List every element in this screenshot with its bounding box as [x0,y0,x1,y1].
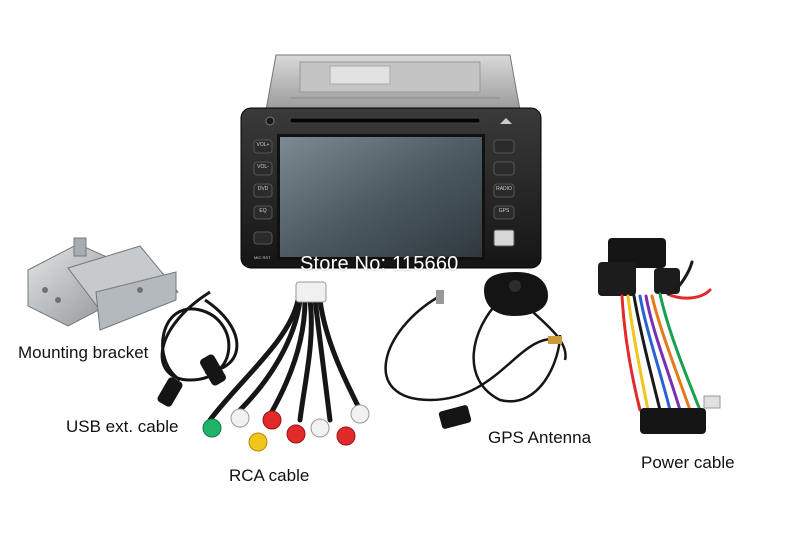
head-unit [240,54,542,269]
caption-power-cable: Power cable [641,453,735,472]
rca-plugs [202,404,370,452]
button-label-dvd: DVD [257,186,269,192]
button-label-vol-up: VOL+ [256,142,270,148]
left-button-column [253,139,273,245]
store-watermark: Store No: 115660 [300,253,459,275]
caption-gps-antenna: GPS Antenna [488,428,592,447]
button-label-gps: GPS [498,208,510,214]
button-label-vol-down: VOL- [257,164,269,170]
mounting-bracket [27,237,179,331]
gps-antenna [384,272,567,429]
rca-cable [202,281,370,452]
right-button-column [493,139,515,247]
caption-rca-cable: RCA cable [229,466,310,485]
bottom-label: MIC RST [254,255,271,260]
power-icon [265,116,275,126]
power-cable [598,238,721,434]
button-label-radio: RADIO [496,186,512,192]
eject-icon [500,118,512,124]
caption-usb-cable: USB ext. cable [66,417,179,436]
usb-extension-cable [157,290,239,407]
button-label-eq: EQ [259,208,267,214]
caption-mounting-bracket: Mounting bracket [18,343,149,362]
